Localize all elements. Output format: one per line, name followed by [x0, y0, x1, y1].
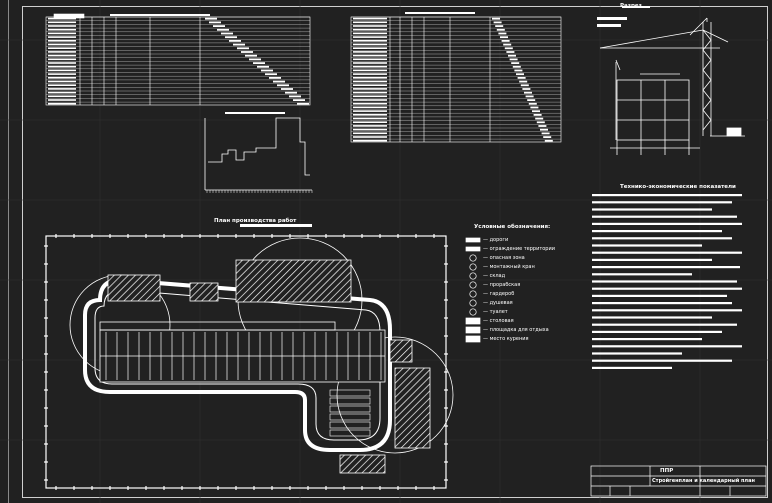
- legend-item: — склад: [483, 273, 506, 279]
- crane-section-title: Разрез: [620, 3, 642, 9]
- legend-item: — прорабская: [483, 282, 521, 288]
- legend-item: — площадка для отдыха: [483, 327, 549, 333]
- title-stamp: [590, 465, 767, 497]
- site-plan: [44, 224, 454, 490]
- stamp-title: Стройгенплан и календарный план: [652, 478, 755, 484]
- legend-list: — дороги — ограждение территории — опасная…: [483, 237, 555, 345]
- legend-item: — душевая: [483, 300, 513, 306]
- legend-title: Условные обозначения:: [474, 224, 551, 230]
- legend-item: — гардероб: [483, 291, 515, 297]
- stamp-code: ППР: [660, 468, 674, 474]
- legend-item: — место курения: [483, 336, 529, 342]
- notes-title: Технико-экономические показатели: [620, 184, 736, 190]
- legend-item: — опасная зона: [483, 255, 525, 261]
- crane-section: [597, 6, 745, 155]
- schedule-table-1: [45, 13, 311, 106]
- legend-item: — туалет: [483, 309, 508, 315]
- legend-item: — ограждение территории: [483, 246, 555, 252]
- legend-item: — столовая: [483, 318, 514, 324]
- plan-title: План производства работ: [214, 218, 297, 224]
- legend-symbols: [465, 237, 481, 343]
- sheet-border: [22, 6, 768, 498]
- schedule-table-2: [350, 12, 562, 143]
- notes-block: [592, 194, 742, 369]
- labor-chart: [204, 112, 313, 193]
- legend-item: — монтажный кран: [483, 264, 535, 270]
- legend-item: — дороги: [483, 237, 509, 243]
- left-margin-line: [8, 0, 9, 503]
